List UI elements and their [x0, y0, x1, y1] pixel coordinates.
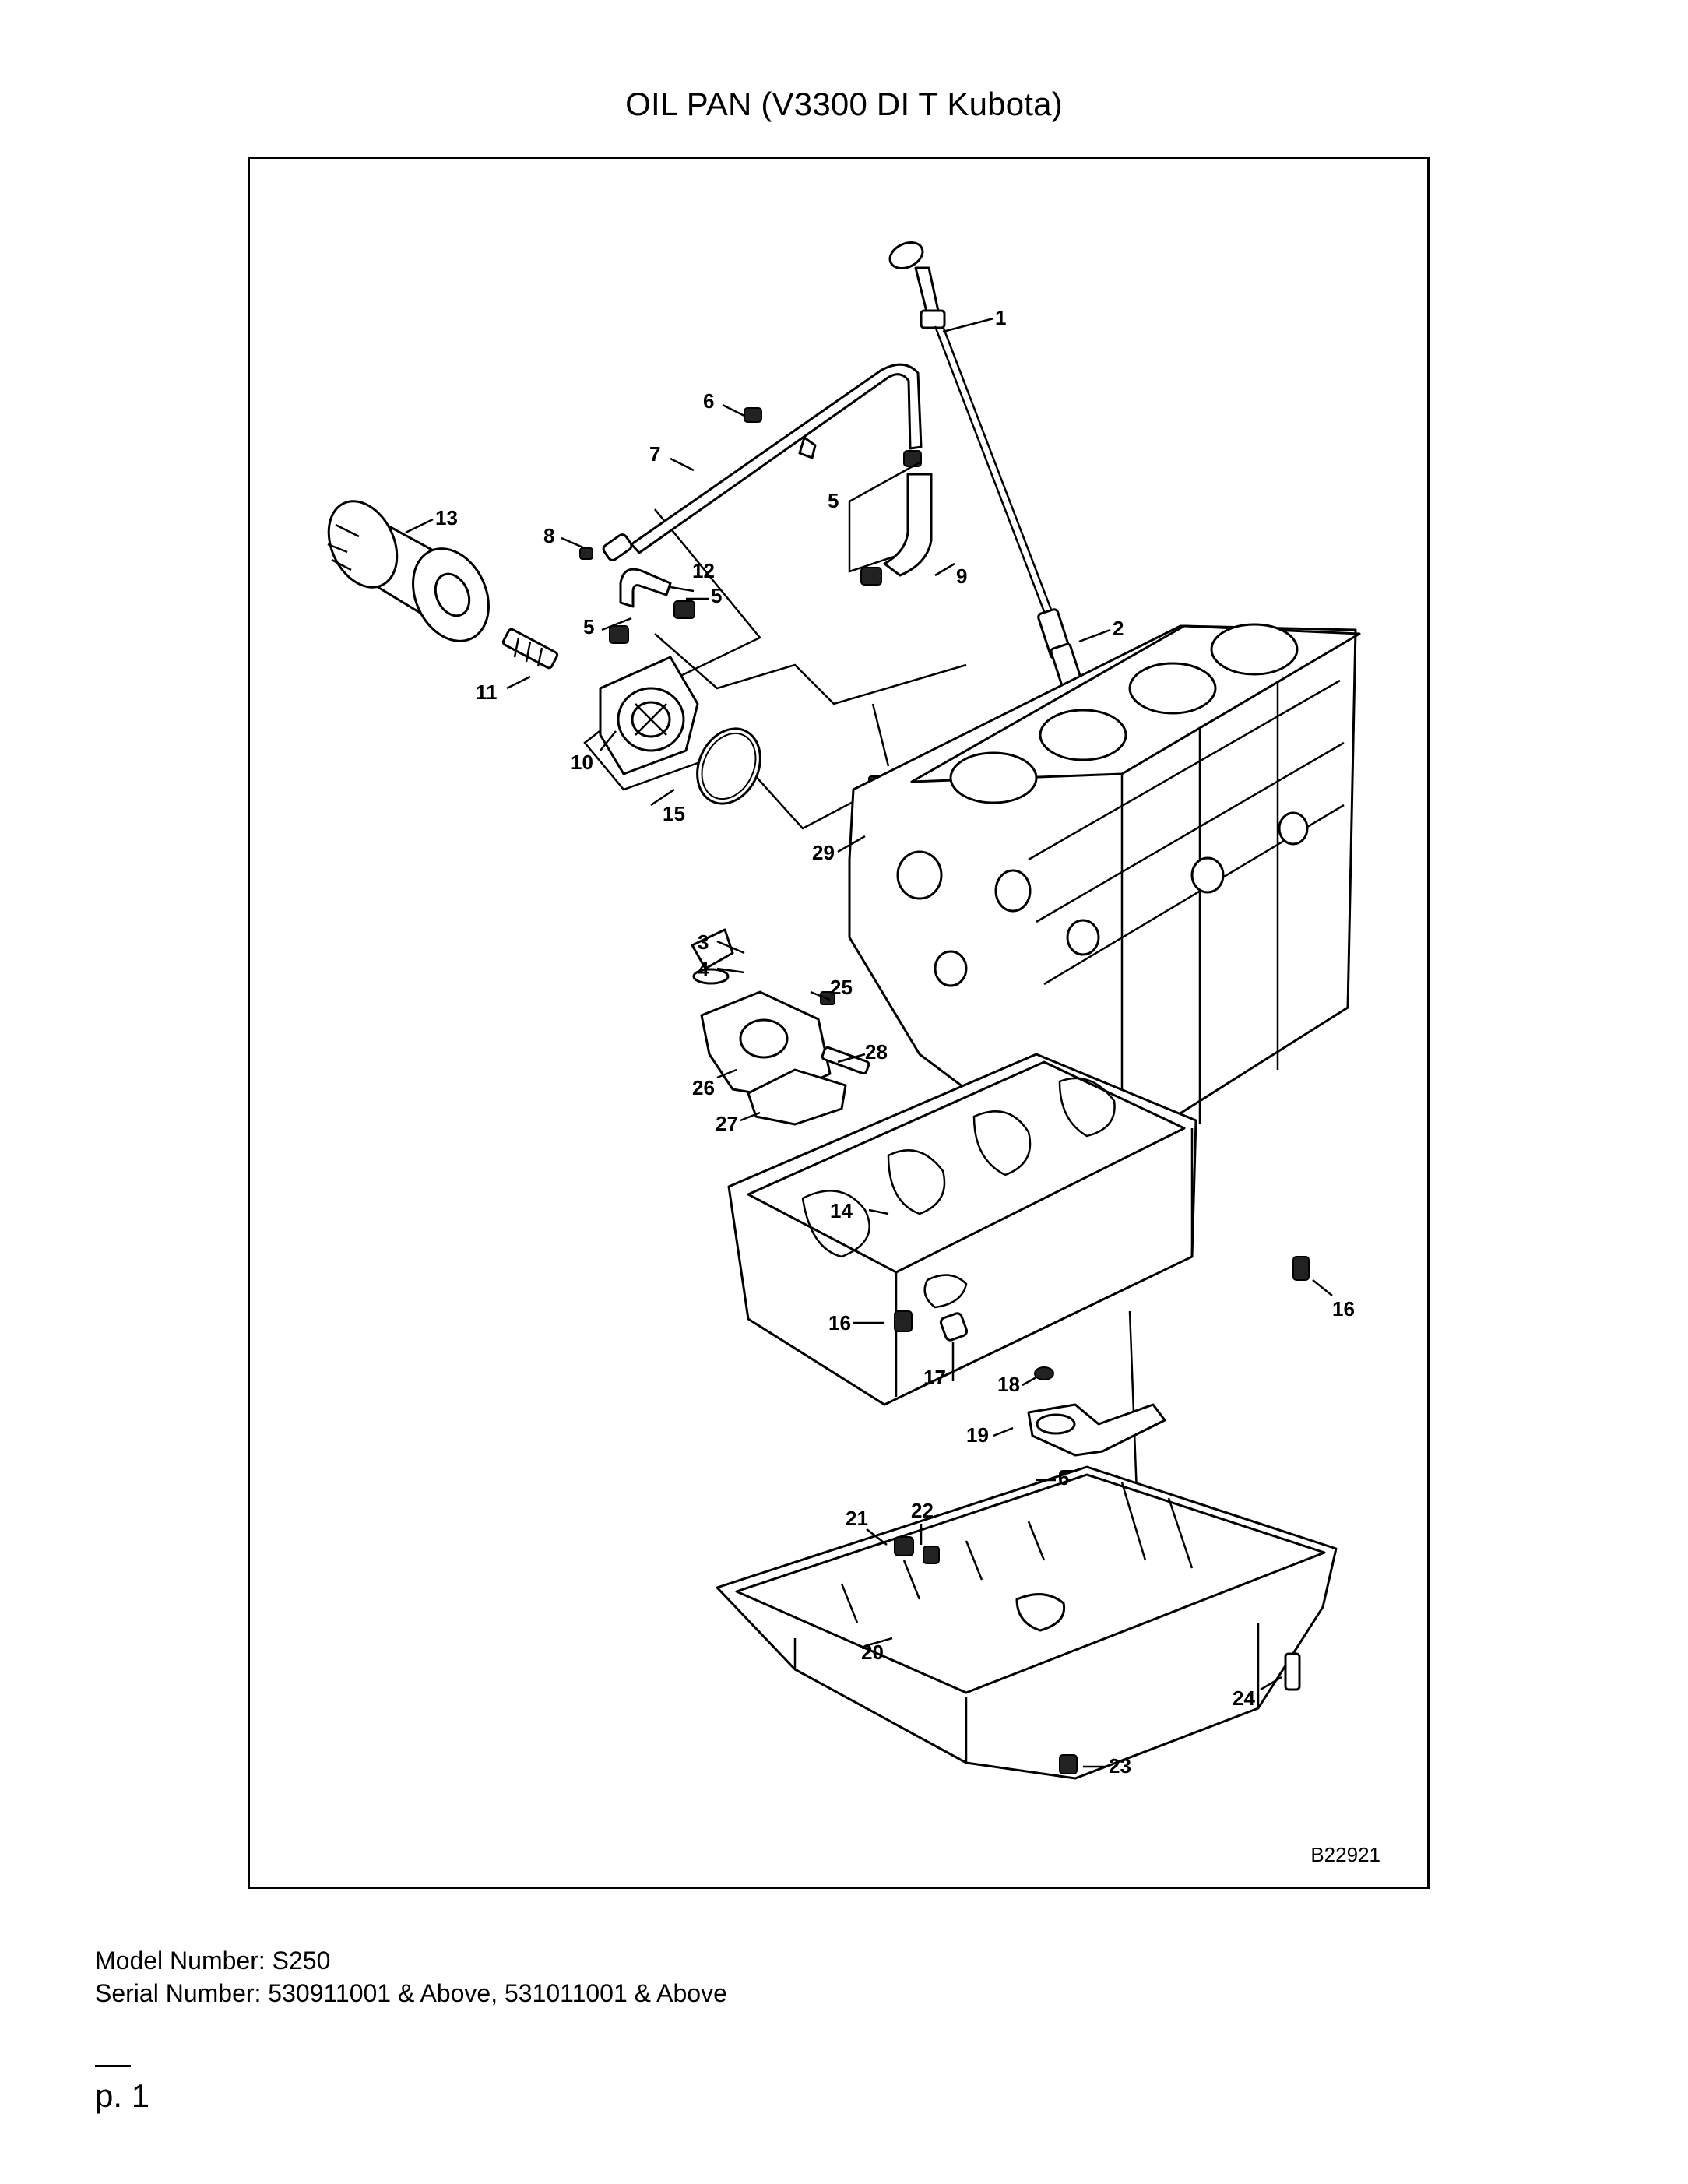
drain-parts [894, 1536, 1301, 1774]
oil-pipe [602, 363, 923, 561]
callout-5-upper: 5 [828, 489, 839, 512]
callout-10: 10 [571, 751, 593, 774]
callout-18: 18 [997, 1373, 1020, 1396]
hose [883, 473, 933, 577]
callout-21: 21 [846, 1507, 868, 1530]
callout-labels: 1 2 3 4 5 5 5 6 6 7 8 9 10 11 12 13 14 1… [435, 306, 1355, 1778]
callout-15: 15 [663, 802, 685, 825]
model-number: Model Number: S250 [95, 1947, 331, 1975]
callout-24: 24 [1233, 1686, 1255, 1710]
callout-12: 12 [692, 559, 715, 582]
callout-25: 25 [830, 976, 853, 999]
callout-22: 22 [911, 1499, 934, 1522]
callout-5-lower: 5 [583, 615, 594, 638]
filter-base [599, 656, 699, 775]
callout-6-lower: 6 [1058, 1466, 1069, 1489]
callout-19: 19 [966, 1423, 989, 1447]
callout-7: 7 [649, 442, 660, 466]
callout-16-left: 16 [828, 1311, 851, 1335]
lower-block [727, 1053, 1197, 1406]
callout-leaders [405, 317, 1333, 1768]
callout-28: 28 [865, 1040, 888, 1064]
exploded-parts-diagram: 1 2 3 4 5 5 5 6 6 7 8 9 10 11 12 13 14 1… [327, 241, 1361, 1780]
callout-23: 23 [1109, 1754, 1131, 1778]
oil-pan [716, 1465, 1338, 1780]
callout-9: 9 [956, 564, 967, 588]
callout-4: 4 [698, 958, 709, 981]
o-ring [696, 727, 761, 805]
small-hose [619, 568, 672, 608]
diagram-frame: 1 2 3 4 5 5 5 6 6 7 8 9 10 11 12 13 14 1… [248, 157, 1430, 1889]
callout-17: 17 [923, 1366, 946, 1389]
dipstick [888, 241, 1082, 688]
drawing-id: B22921 [1310, 1843, 1380, 1866]
lower-bolts [894, 1256, 1310, 1380]
page-divider [95, 2065, 131, 2067]
engine-block [848, 623, 1361, 1196]
callout-5-mid: 5 [711, 584, 722, 607]
filter-stud [501, 628, 559, 670]
callout-27: 27 [716, 1112, 738, 1135]
callout-16-right: 16 [1332, 1297, 1355, 1321]
strainer-assembly [691, 928, 870, 1126]
callout-1: 1 [995, 306, 1006, 329]
callout-8: 8 [543, 524, 554, 547]
callout-20: 20 [861, 1641, 884, 1664]
callout-2: 2 [1113, 617, 1124, 640]
page-title: OIL PAN (V3300 DI T Kubota) [625, 86, 1063, 122]
callout-3: 3 [698, 930, 709, 954]
callout-13: 13 [435, 506, 458, 529]
callout-11: 11 [476, 681, 498, 704]
callout-26: 26 [692, 1076, 715, 1099]
serial-number: Serial Number: 530911001 & Above, 531011… [95, 1979, 727, 2007]
callout-6-upper: 6 [703, 389, 714, 413]
callout-14: 14 [830, 1199, 853, 1222]
callout-29: 29 [812, 841, 835, 864]
page-number: p. 1 [95, 2077, 150, 2114]
oil-filter [327, 500, 490, 642]
